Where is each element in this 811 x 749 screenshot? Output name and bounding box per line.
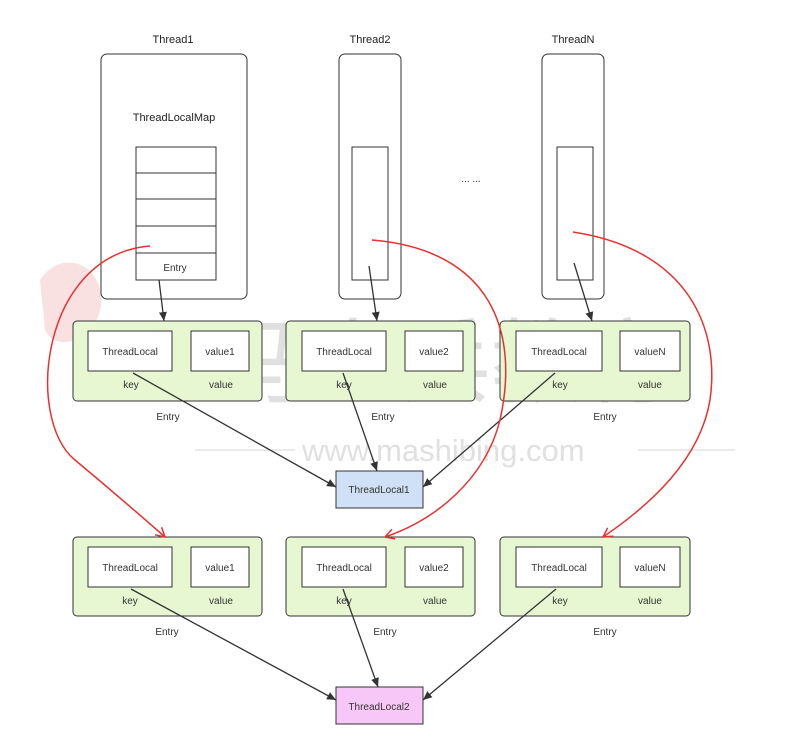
value-label: value <box>638 380 662 391</box>
threadlocal-key-text: ThreadLocal <box>531 347 587 358</box>
thread-1: Thread1 ThreadLocalMap Entry <box>100 34 248 300</box>
value-label: value <box>423 596 447 607</box>
value-text: valueN <box>634 563 665 574</box>
value-box <box>404 546 464 588</box>
value-text: value2 <box>419 563 449 574</box>
value-text: value2 <box>419 347 449 358</box>
ellipsis-text: ... ... <box>461 174 480 185</box>
red-reference-arrows <box>46 231 713 540</box>
entry-2-1: ThreadLocal value1 key value Entry <box>72 536 263 638</box>
red-arrow-thread1 <box>46 245 167 539</box>
entry-1-1: ThreadLocal value1 key value Entry <box>72 320 263 423</box>
thread-n-map <box>556 146 594 281</box>
entry-caption: Entry <box>371 412 394 423</box>
thread-2: Thread2 <box>338 34 402 300</box>
arrow-key11-tl1 <box>132 372 337 488</box>
thread-1-title: Thread1 <box>153 34 194 46</box>
value-box <box>190 330 250 372</box>
threadlocal-key-box <box>301 330 387 372</box>
watermark-url: www.mashibing.com <box>301 433 585 468</box>
entry-row-1: ThreadLocal value1 key value Entry Threa… <box>72 320 691 423</box>
threadlocal-key-box <box>515 546 603 588</box>
key-label: key <box>552 380 568 391</box>
value-label: value <box>209 380 233 391</box>
entry-2-n: ThreadLocal valueN key value Entry <box>499 536 691 638</box>
arrow-key22-tl2 <box>342 588 379 688</box>
arrow-key2n-tl2 <box>422 588 557 701</box>
key-label: key <box>123 380 139 391</box>
threadlocal-key-box <box>301 546 387 588</box>
value-text: valueN <box>634 347 665 358</box>
threadlocal-key-box <box>515 330 603 372</box>
key-label: key <box>552 596 568 607</box>
entry-row-2: ThreadLocal value1 key value Entry Threa… <box>72 536 691 638</box>
key-label: key <box>122 596 138 607</box>
arrow-key21-tl2 <box>130 588 337 701</box>
value-box <box>404 330 464 372</box>
entry-caption: Entry <box>593 627 616 638</box>
threadlocal-2-label: ThreadLocal2 <box>348 702 410 713</box>
entry-caption: Entry <box>155 627 178 638</box>
threadlocal-key-box <box>87 546 173 588</box>
entry-1-n: ThreadLocal valueN key value Entry <box>499 320 691 423</box>
key-label: key <box>336 380 352 391</box>
threadlocal-2-box <box>335 686 424 725</box>
threadlocal-1-node: ThreadLocal1 <box>335 470 424 509</box>
arrow-key12-tl1 <box>342 372 378 472</box>
arrow-key1n-tl1 <box>422 372 556 488</box>
value-text: value1 <box>205 347 235 358</box>
value-label: value <box>209 596 233 607</box>
threadlocal-key-text: ThreadLocal <box>316 563 372 574</box>
value-text: value1 <box>205 563 235 574</box>
entry-caption: Entry <box>373 627 396 638</box>
threadlocal-2-node: ThreadLocal2 <box>335 686 424 725</box>
threadlocal-key-text: ThreadLocal <box>316 347 372 358</box>
threadlocal-1-label: ThreadLocal1 <box>348 485 410 496</box>
arrow-mapn-entry <box>573 262 594 322</box>
thread-n-title: ThreadN <box>552 34 595 46</box>
threadlocal-key-text: ThreadLocal <box>531 563 587 574</box>
entry-slot-label: Entry <box>163 263 186 274</box>
value-box <box>619 546 681 588</box>
arrow-map2-entry <box>368 265 380 322</box>
value-label: value <box>423 380 447 391</box>
thread-2-title: Thread2 <box>350 34 391 46</box>
entry-2-2: ThreadLocal value2 key value Entry <box>285 536 476 638</box>
thread-n: ThreadN <box>541 34 605 300</box>
key-label: key <box>336 596 352 607</box>
threadlocal-key-text: ThreadLocal <box>102 347 158 358</box>
value-label: value <box>638 596 662 607</box>
thread-local-map-table <box>135 146 217 281</box>
map-to-entry-arrows <box>158 262 594 322</box>
thread-local-map-label: ThreadLocalMap <box>133 112 216 124</box>
red-arrow-thread2 <box>371 239 507 540</box>
threadlocal-key-text: ThreadLocal <box>102 563 158 574</box>
entry-caption: Entry <box>156 412 179 423</box>
entry-caption: Entry <box>593 412 616 423</box>
red-arrow-threadn <box>572 231 713 538</box>
threadlocal-key-box <box>87 330 173 372</box>
row2-key-arrows <box>130 588 557 701</box>
value-box <box>619 330 681 372</box>
threadlocal-1-box <box>335 470 424 509</box>
entry-1-2: ThreadLocal value2 key value Entry <box>285 320 476 423</box>
arrow-map1-entry <box>158 279 167 322</box>
row1-key-arrows <box>132 372 556 488</box>
thread-2-map <box>351 146 389 281</box>
value-box <box>190 546 250 588</box>
